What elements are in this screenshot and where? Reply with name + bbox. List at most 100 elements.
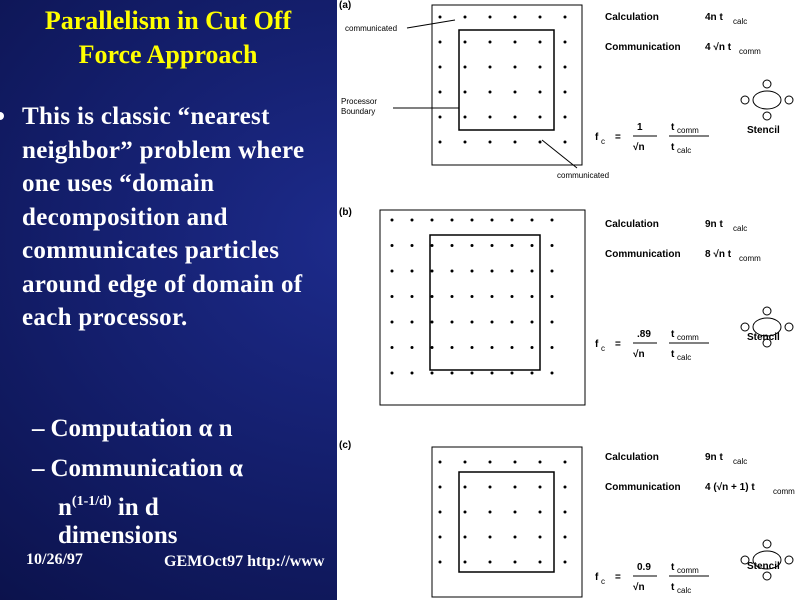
particle-dot: [438, 65, 442, 69]
ratio-top: t: [671, 562, 675, 573]
slide-title: Parallelism in Cut Off Force Approach: [0, 4, 336, 72]
calc-label: Calculation: [605, 12, 659, 23]
stencil-node-icon: [762, 338, 772, 348]
particle-dot: [430, 218, 434, 222]
particle-dot: [450, 244, 454, 247]
particle-dot: [488, 90, 492, 94]
annotation-communicated-top: communicated: [345, 24, 397, 33]
calc-sub: calc: [733, 17, 747, 26]
processor-boundary-box: [429, 234, 541, 371]
particle-dot: [438, 115, 442, 119]
particle-dot: [430, 371, 434, 375]
panel-tag: (b): [339, 207, 352, 218]
calc-sub: calc: [733, 457, 747, 466]
dash-icon: –: [32, 455, 45, 482]
particle-dot: [390, 218, 394, 222]
fc-coefficient: 0.9: [637, 562, 651, 573]
particle-dot: [513, 560, 517, 564]
particle-dot: [463, 65, 467, 69]
particle-dot: [530, 269, 534, 273]
particle-dot: [563, 485, 567, 489]
footer-date: 10/26/97: [26, 551, 83, 568]
sub-bullet-computation: –Computation α n: [32, 412, 332, 446]
particle-dot: [463, 140, 467, 144]
calc-sub: calc: [733, 224, 747, 233]
particle-dot: [530, 346, 534, 349]
particle-dot: [438, 510, 442, 514]
stencil-center-icon: [752, 317, 782, 337]
ratio-bot: t: [671, 582, 675, 593]
particle-dot: [390, 295, 394, 298]
sub-bullet-tail: n: [218, 415, 233, 442]
particle-dot: [410, 218, 414, 222]
sub-bullet-communication-cont: n(1-1/d) in d: [58, 485, 338, 525]
particle-dot: [513, 40, 517, 44]
particle-dot: [410, 269, 414, 273]
panel-tag: (a): [339, 0, 351, 11]
fc-label: f: [595, 339, 599, 350]
particle-dot: [463, 40, 467, 44]
particle-dot: [563, 560, 567, 564]
particle-dot: [490, 244, 494, 247]
particle-dot: [530, 371, 534, 375]
particle-dot: [550, 320, 554, 324]
particle-dot: [470, 346, 474, 349]
particle-dot: [513, 15, 517, 19]
particle-dot: [450, 269, 454, 273]
particle-dot: [550, 346, 554, 349]
fc-coefficient: 1: [637, 122, 643, 133]
ratio-top-sub: comm: [677, 333, 699, 342]
particle-dot: [463, 460, 467, 464]
calc-expr: 4n t: [705, 12, 723, 23]
stencil-label: Stencil: [747, 125, 780, 136]
particle-dot: [513, 140, 517, 144]
particle-dot: [490, 346, 494, 349]
particle-dot: [390, 320, 394, 324]
particle-dot: [438, 460, 442, 464]
particle-dot: [438, 140, 442, 144]
comm-sub: comm: [739, 47, 761, 56]
particle-dot: [463, 485, 467, 489]
particle-dot: [490, 320, 494, 324]
particle-dot: [390, 244, 394, 247]
particle-dot: [538, 40, 542, 44]
stencil-node-icon: [762, 539, 772, 549]
title-line-1: Parallelism in Cut Off: [44, 6, 292, 35]
particle-dot: [513, 115, 517, 119]
particle-dot: [510, 218, 514, 222]
particle-dot: [563, 40, 567, 44]
particle-dot: [538, 560, 542, 564]
particle-dot: [550, 269, 554, 273]
particle-dot: [438, 560, 442, 564]
particle-dot: [488, 460, 492, 464]
annotation-arrow: [541, 139, 578, 169]
particle-dot: [390, 371, 394, 375]
particle-dot: [430, 320, 434, 324]
processor-boundary-box: [458, 471, 555, 573]
particle-dot: [470, 295, 474, 298]
annotation-processor: Processor: [341, 97, 377, 106]
fc-coefficient: .89: [637, 329, 651, 340]
particle-dot: [430, 244, 434, 247]
sub-bullet-dimensions: dimensions: [58, 522, 178, 549]
comm-expr: 4 √n t: [705, 42, 732, 53]
calc-expr: 9n t: [705, 219, 723, 230]
particle-dot: [510, 346, 514, 349]
annotation-boundary: Boundary: [341, 107, 375, 116]
particle-dot: [563, 115, 567, 119]
particle-dot: [538, 115, 542, 119]
particle-dot: [513, 65, 517, 69]
fc-root: √n: [633, 582, 645, 593]
particle-dot: [488, 40, 492, 44]
particle-dot: [463, 510, 467, 514]
particle-dot: [430, 295, 434, 298]
sub-bullet-label: Computation: [50, 415, 193, 442]
ratio-bot-sub: calc: [677, 353, 691, 362]
particle-dot: [470, 320, 474, 324]
stencil-node-icon: [784, 555, 794, 565]
particle-dot: [490, 269, 494, 273]
stencil-node-icon: [784, 95, 794, 105]
fc-label: f: [595, 132, 599, 143]
particle-dot: [488, 115, 492, 119]
particle-dot: [470, 218, 474, 222]
